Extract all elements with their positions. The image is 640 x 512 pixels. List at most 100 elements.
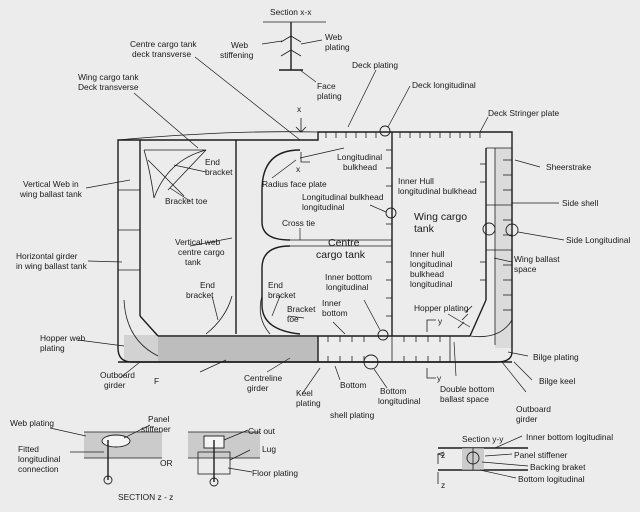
label-outboard-girder-right-2: girder xyxy=(516,414,538,424)
label-floor-plating-zz: Floor plating xyxy=(252,468,298,478)
label-floor-plating-main: F xyxy=(154,376,159,386)
label-inner-bottom-logitudinal-yy: Inner bottom logitudinal xyxy=(526,432,613,442)
label-centre-cargo-tank-1: Centre xyxy=(328,237,360,249)
label-x-lower: x xyxy=(296,164,301,174)
label-section-yy: Section y-y xyxy=(462,434,504,444)
label-end-bracket-upper-1: End xyxy=(205,157,220,167)
detail-circle-bottom-longitudinal xyxy=(363,354,379,370)
label-bilge-keel: Bilge keel xyxy=(539,376,575,386)
label-longitudinal-bulkhead-1: Longitudinal xyxy=(337,152,382,162)
label-inner-hull-lbl-1: Inner hull xyxy=(410,249,445,259)
label-deck-longitudinal: Deck longitudinal xyxy=(412,80,476,90)
diagram-labels: Section x-x Web stiffening Web plating F… xyxy=(10,7,630,502)
bulkhead-longitudinal-ticks xyxy=(386,149,512,317)
label-wing-cargo-tank-2: tank xyxy=(414,223,435,235)
deck-longitudinal-ticks xyxy=(325,132,481,138)
label-web-plating-bottom: Web plating xyxy=(10,418,54,428)
detail-circle-side-longitudinal xyxy=(505,223,519,237)
label-outboard-girder-left-2: girder xyxy=(104,380,126,390)
label-radius-face-plate: Radius face plate xyxy=(262,179,327,189)
label-fitted-2: longitudinal xyxy=(18,454,61,464)
label-fitted-3: connection xyxy=(18,464,59,474)
label-hopper-web-plating-2: plating xyxy=(40,343,65,353)
label-wing-cargo-tank-1: Wing cargo xyxy=(414,211,467,223)
label-longitudinal-bulkhead-2: bulkhead xyxy=(343,162,377,172)
label-centre-cargo-tank-2: cargo tank xyxy=(316,249,366,261)
label-wing-ballast-space-2: space xyxy=(514,264,537,274)
label-face-plating-2: plating xyxy=(317,91,342,101)
label-inner-hull-lbl-4: longitudinal xyxy=(410,279,453,289)
label-end-bracket-upper-2: bracket xyxy=(205,167,233,177)
label-bottom-longitudinal-2: longitudinal xyxy=(378,396,421,406)
label-double-bottom-1: Double bottom xyxy=(440,384,494,394)
label-panel-stiffener-zz-2: stiffener xyxy=(141,424,171,434)
label-side-shell: Side shell xyxy=(562,198,598,208)
label-end-bracket-lower-left-1: End xyxy=(200,280,215,290)
label-web-plating-top-2: plating xyxy=(325,42,350,52)
label-keel-plating-1: Keel xyxy=(296,388,313,398)
label-fitted-1: Fitted xyxy=(18,444,39,454)
section-xx-inset xyxy=(263,21,326,71)
label-cut-out: Cut out xyxy=(248,426,276,436)
label-bracket-toe-lower-2: toe xyxy=(287,314,299,324)
label-horizontal-girder-2: in wing ballast tank xyxy=(16,261,88,271)
label-web-plating-top-1: Web xyxy=(325,32,342,42)
label-hopper-web-plating-1: Hopper web xyxy=(40,333,86,343)
label-inner-hull-lbl-3: bulkhead xyxy=(410,269,444,279)
detail-circle-inner-hull xyxy=(482,222,496,236)
label-bottom-longitudinal-1: Bottom xyxy=(380,386,407,396)
label-end-bracket-lower-left-2: bracket xyxy=(186,290,214,300)
label-centreline-girder-1: Centreline xyxy=(244,373,283,383)
section-yy-inset xyxy=(436,435,529,484)
label-bottom-shell-plating-2: shell plating xyxy=(330,410,375,420)
label-section-zz: SECTION z - z xyxy=(118,492,173,502)
label-keel-plating-2: plating xyxy=(296,398,321,408)
label-inner-hull-lbl-2: longitudinal xyxy=(410,259,453,269)
label-bracket-toe-upper: Bracket toe xyxy=(165,196,208,206)
label-panel-stiffener-yy: Panel stiffener xyxy=(514,450,568,460)
label-outboard-girder-left-1: Outboard xyxy=(100,370,135,380)
label-face-plating-1: Face xyxy=(317,81,336,91)
label-section-xx: Section x-x xyxy=(270,7,312,17)
label-web-stiffening-2: stiffening xyxy=(220,50,254,60)
label-vertical-web-centre-cargo-1: Vertical web xyxy=(175,237,220,247)
label-z-lower: z xyxy=(441,480,445,490)
label-vertical-web-wing-ballast-1: Vertical Web in xyxy=(23,179,79,189)
label-inner-bottom-longitudinal-1: Inner bottom xyxy=(325,272,372,282)
label-panel-stiffener-zz-1: Panel xyxy=(148,414,170,424)
label-inner-hull-longitudinal-bulkhead-2: longitudinal bulkhead xyxy=(398,186,477,196)
label-wing-cargo-tank-deck-transverse-2: Deck transverse xyxy=(78,82,139,92)
label-bottom-shell-plating-1: Bottom xyxy=(340,380,367,390)
label-end-bracket-lower-right-1: End xyxy=(268,280,283,290)
label-side-longitudinal: Side Longitudinal xyxy=(566,235,630,245)
section-zz-inset xyxy=(49,424,260,487)
detail-circle-inner-bottom xyxy=(377,329,389,341)
label-bilge-plating: Bilge plating xyxy=(533,352,579,362)
label-backing-braket: Backing braket xyxy=(530,462,586,472)
label-hopper-plating: Hopper plating xyxy=(414,303,469,313)
label-wing-cargo-tank-deck-transverse-1: Wing cargo tank xyxy=(78,72,139,82)
label-x-upper: x xyxy=(297,104,302,114)
detail-circle-deck-longitudinal xyxy=(379,125,391,137)
hull-structure xyxy=(117,118,519,379)
label-vertical-web-centre-cargo-2: centre cargo xyxy=(178,247,225,257)
label-cross-tie: Cross tie xyxy=(282,218,315,228)
label-or: OR xyxy=(160,458,173,468)
detail-circle-bulkhead-longitudinal xyxy=(385,207,397,219)
label-vertical-web-wing-ballast-2: wing ballast tank xyxy=(19,189,83,199)
label-y-lower: y xyxy=(437,373,442,383)
label-deck-stringer-plate: Deck Stringer plate xyxy=(488,108,560,118)
label-inner-bottom-1: Inner xyxy=(322,298,341,308)
leader-lines xyxy=(77,39,565,395)
label-inner-bottom-2: bottom xyxy=(322,308,348,318)
label-outboard-girder-right-1: Outboard xyxy=(516,404,551,414)
label-wing-ballast-space-1: Wing ballast xyxy=(514,254,560,264)
label-lug: Lug xyxy=(262,444,276,454)
label-centreline-girder-2: girder xyxy=(247,383,269,393)
label-end-bracket-lower-right-2: bracket xyxy=(268,290,296,300)
label-horizontal-girder-1: Horizontal girder xyxy=(16,251,78,261)
label-sheerstrake: Sheerstrake xyxy=(546,162,591,172)
label-deck-plating: Deck plating xyxy=(352,60,398,70)
